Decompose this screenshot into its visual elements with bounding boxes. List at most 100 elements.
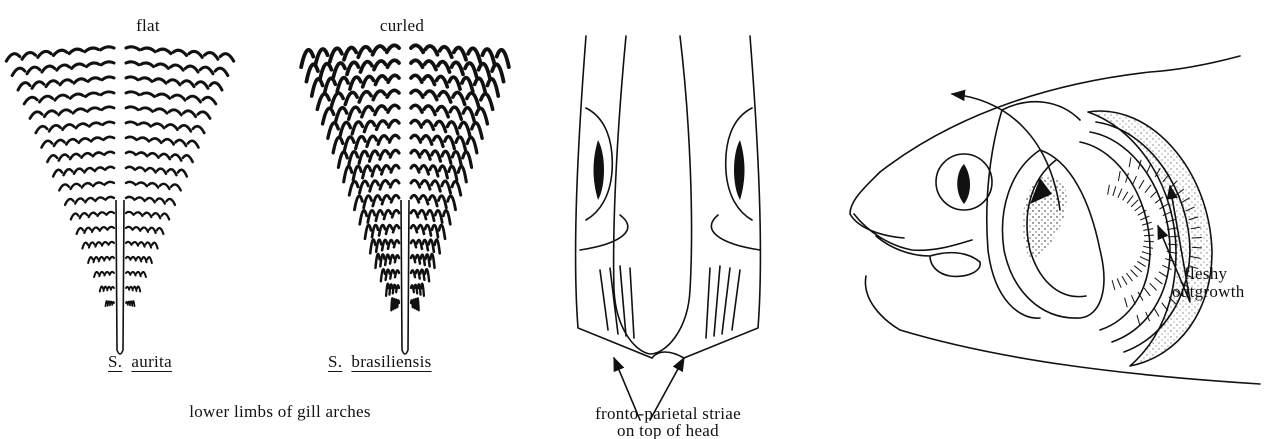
gill-raker <box>411 255 415 262</box>
gill-raker <box>377 121 387 130</box>
gill-raker <box>105 197 114 200</box>
gill-raker <box>166 199 175 205</box>
gill-raker <box>126 47 139 50</box>
gill-raker <box>109 257 114 260</box>
gill-raker <box>179 125 190 131</box>
gill-raker <box>364 121 374 131</box>
gill-raker <box>467 137 477 153</box>
gill-raker <box>317 94 329 110</box>
gill-raker <box>64 169 73 175</box>
gill-raker <box>133 242 139 246</box>
gill-raker <box>347 62 358 74</box>
gill-raker <box>102 242 108 246</box>
gill-arch-flat <box>6 47 233 354</box>
gill-raker <box>425 61 436 70</box>
gill-raker <box>323 108 334 124</box>
gill-raker <box>388 75 399 82</box>
gill-raker <box>74 169 83 174</box>
gill-raker <box>157 228 164 234</box>
gill-raker <box>344 166 352 182</box>
gill-raker <box>411 60 422 67</box>
gill-raker <box>73 109 85 113</box>
gill-arch-rod <box>116 200 124 354</box>
gill-raker <box>391 195 399 202</box>
gill-raker <box>84 168 93 172</box>
gill-filament <box>1168 236 1178 237</box>
gill-raker <box>93 257 98 262</box>
gill-raker <box>188 141 199 148</box>
gill-raker <box>153 213 161 218</box>
gill-raker <box>102 77 114 80</box>
gill-raker <box>88 257 93 263</box>
gill-filament <box>1144 235 1154 236</box>
gill-raker <box>176 140 187 146</box>
gill-arches-caption: lower limbs of gill arches <box>150 402 410 421</box>
gill-filament <box>1112 280 1115 290</box>
gill-raker <box>436 76 447 86</box>
gill-raker <box>388 105 399 112</box>
gill-raker <box>421 181 430 190</box>
gill-raker <box>86 93 99 97</box>
gill-raker <box>82 183 92 187</box>
gill-raker <box>103 287 106 291</box>
gill-filament <box>1162 265 1171 269</box>
gill-raker <box>359 92 371 102</box>
gill-raker <box>101 92 114 95</box>
gill-raker <box>40 96 53 102</box>
gill-raker <box>137 153 147 157</box>
gill-raker <box>425 91 437 100</box>
gill-raker <box>203 97 216 104</box>
gill-raker <box>391 165 399 172</box>
gill-raker <box>98 212 106 216</box>
gill-raker <box>59 110 71 115</box>
gill-raker <box>468 48 480 62</box>
gill-raker <box>386 270 390 280</box>
gill-raker <box>465 63 476 77</box>
gill-raker <box>101 62 114 65</box>
gill-raker <box>126 287 129 290</box>
gill-raker <box>146 242 152 247</box>
gill-raker <box>387 90 399 97</box>
gill-raker <box>411 210 418 217</box>
gill-raker <box>376 210 383 220</box>
gill-raker <box>47 155 57 162</box>
gill-raker <box>171 184 181 190</box>
gill-raker <box>168 80 180 85</box>
gill-raker <box>160 154 170 159</box>
gill-raker <box>432 151 441 161</box>
gill-raker <box>137 257 142 261</box>
gill-raker <box>198 112 210 119</box>
gill-raker <box>210 83 222 90</box>
gill-raker <box>94 272 98 277</box>
gill-raker <box>70 154 80 159</box>
gill-raker <box>182 81 194 87</box>
gill-raker <box>18 83 30 90</box>
gill-raker <box>411 225 417 232</box>
gill-raker <box>390 180 399 187</box>
gill-raker <box>421 255 425 265</box>
gill-raker <box>363 166 371 178</box>
gill-raker <box>365 225 371 239</box>
gill-raker <box>106 212 114 215</box>
gill-raker <box>126 152 136 155</box>
gill-filament <box>1123 192 1128 201</box>
gill-raker <box>419 210 426 219</box>
gill-raker <box>54 140 65 146</box>
gill-raker <box>411 240 416 247</box>
gill-raker <box>388 240 393 249</box>
gill-raker <box>126 62 139 65</box>
gill-raker <box>352 122 362 134</box>
gill-raker <box>42 66 55 72</box>
gill-raker <box>382 166 390 175</box>
gill-raker <box>134 227 141 231</box>
gill-filament <box>1143 246 1153 248</box>
head-top-view <box>576 36 761 420</box>
gill-raker <box>162 214 170 220</box>
gill-raker <box>65 199 74 205</box>
gill-raker <box>101 47 114 50</box>
gill-raker <box>187 96 200 102</box>
gill-raker <box>424 76 435 85</box>
gill-arch-rod <box>401 200 409 354</box>
gill-raker <box>442 151 451 163</box>
gill-raker <box>144 213 152 217</box>
